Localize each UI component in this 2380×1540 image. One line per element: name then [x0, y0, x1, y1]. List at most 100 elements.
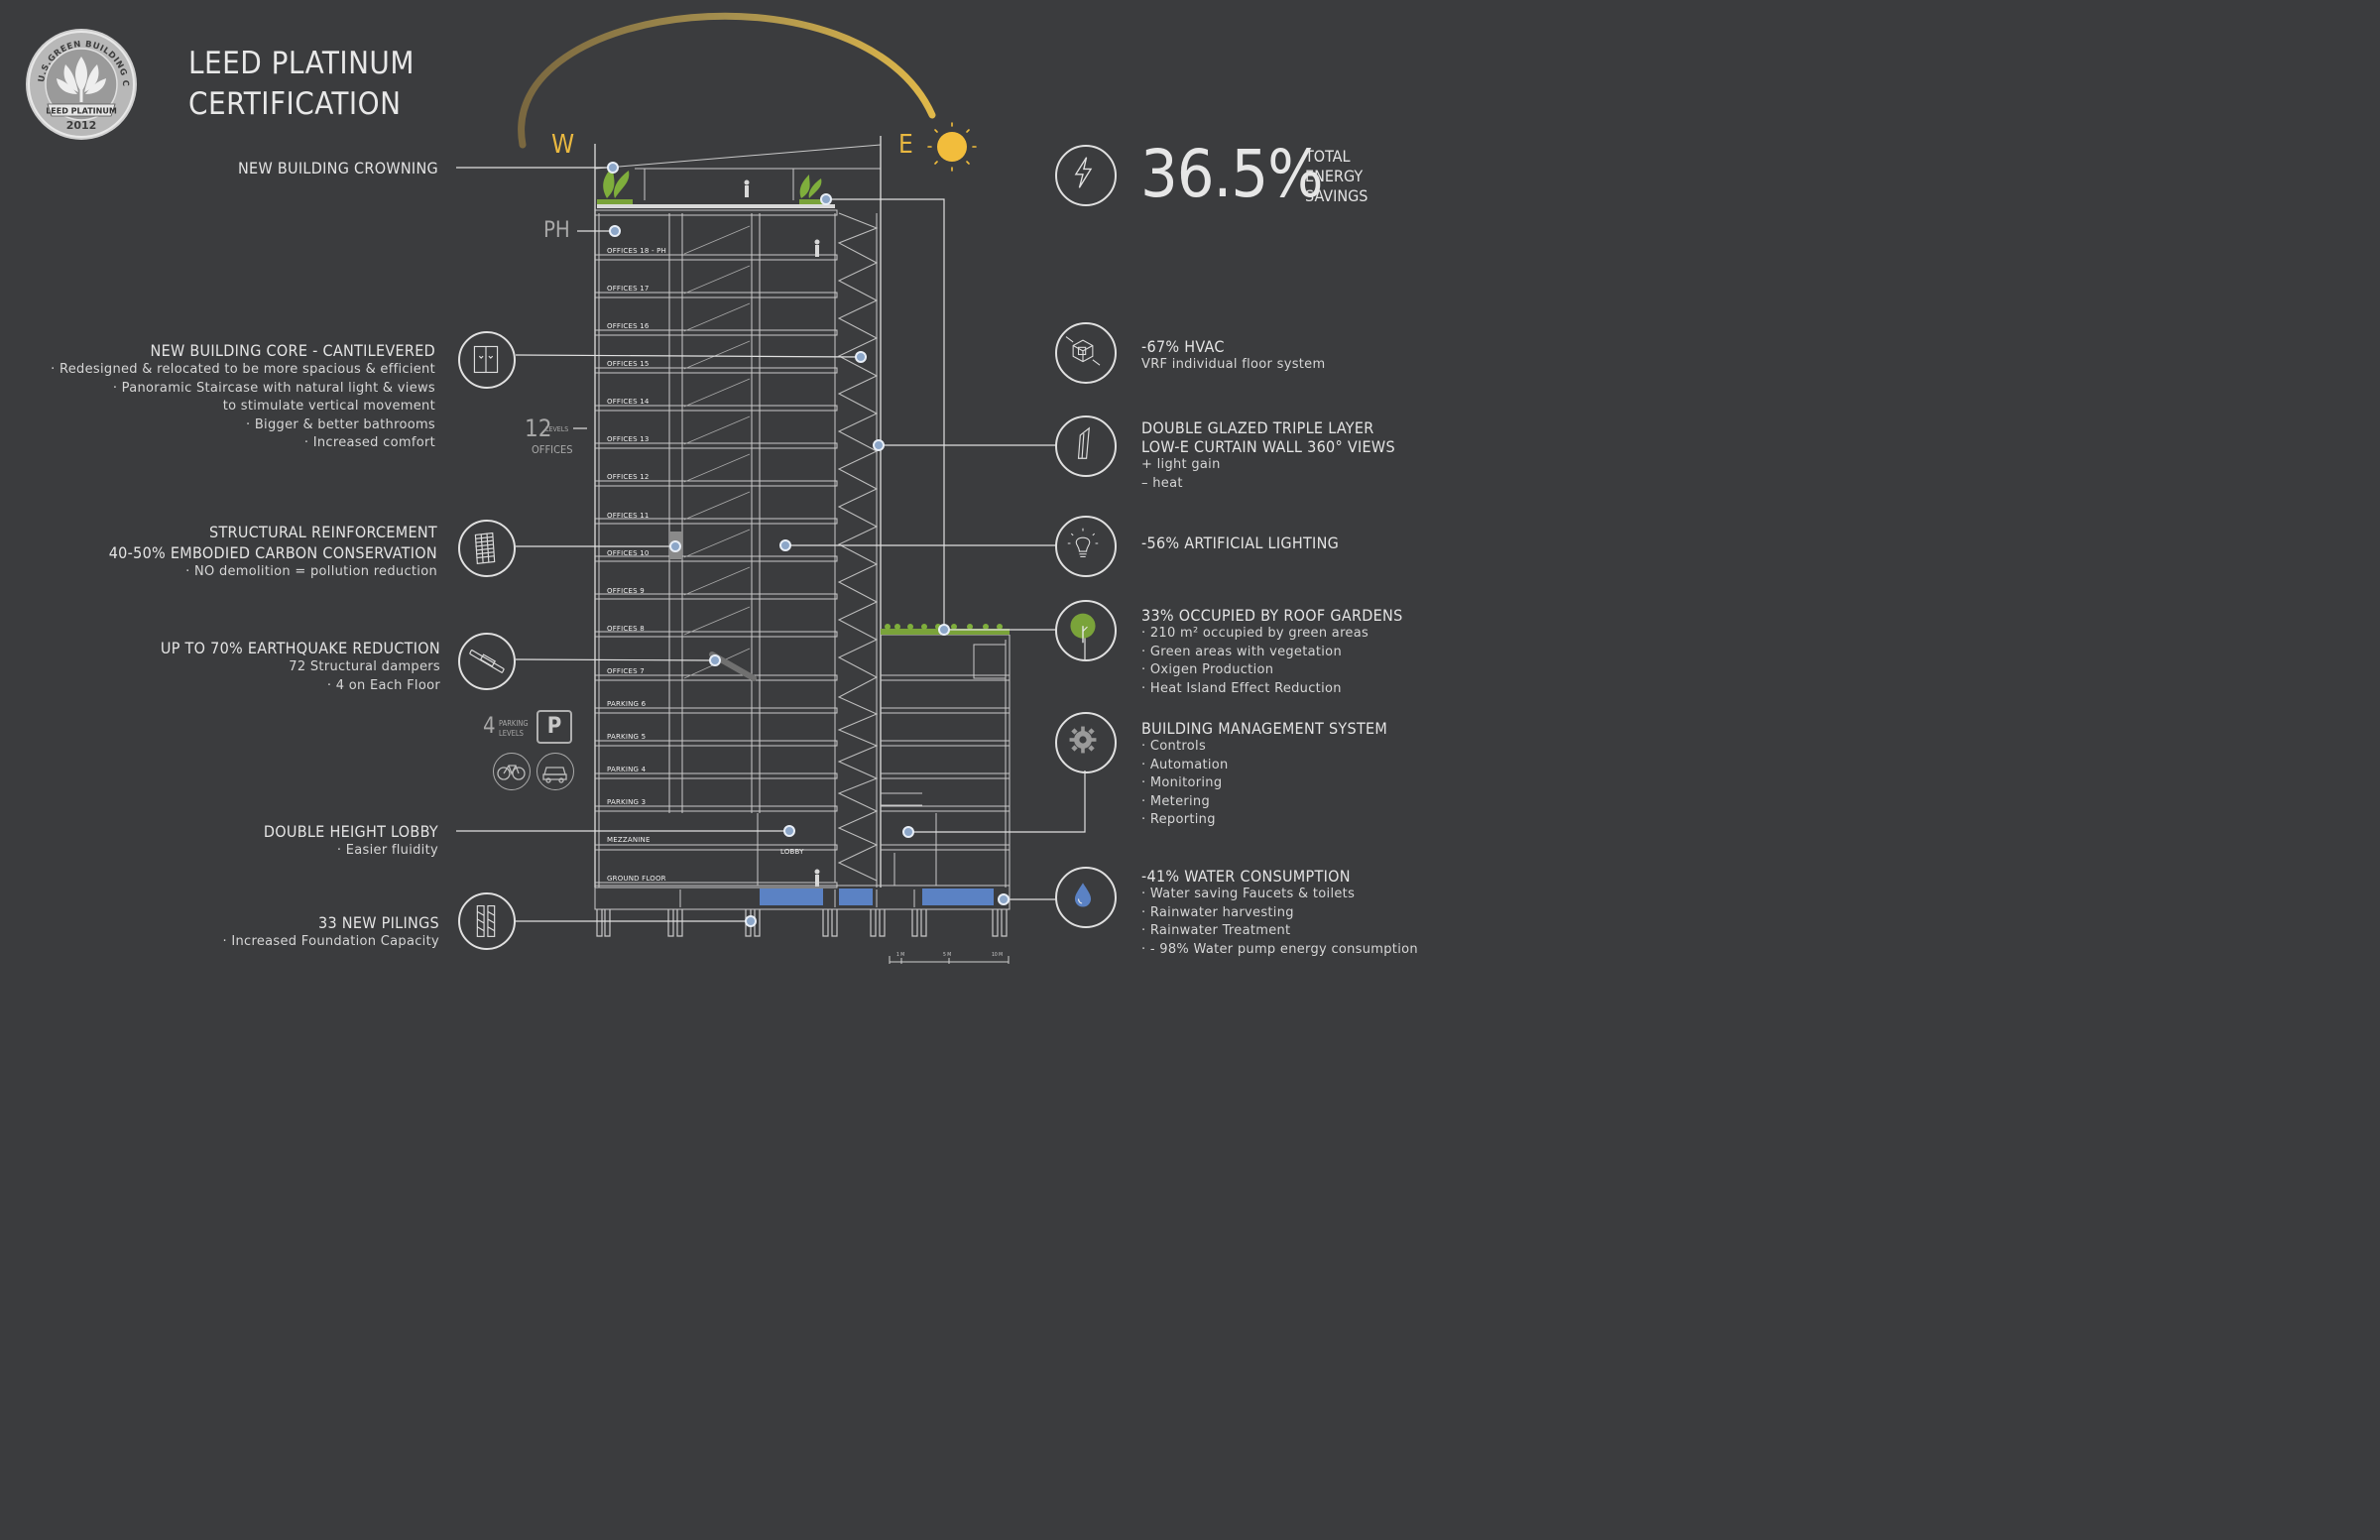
floor-label: OFFICES 14 — [607, 398, 650, 406]
floor-label: OFFICES 10 — [607, 549, 650, 557]
callout-line: – heat — [1141, 475, 1183, 491]
east-label: E — [898, 130, 913, 160]
callout-line: · Heat Island Effect Reduction — [1141, 680, 1342, 696]
energy-savings-line: TOTAL — [1305, 147, 1351, 166]
callout-heading: UP TO 70% EARTHQUAKE REDUCTION — [160, 639, 440, 657]
badge-year: 2012 — [66, 119, 97, 132]
podium-slab — [880, 805, 1011, 812]
marker-earthquake — [709, 654, 721, 666]
callout-water: -41% WATER CONSUMPTION · Water saving Fa… — [1141, 867, 1418, 959]
reinforcement-building-icon — [458, 520, 516, 577]
callout-line: · Metering — [1141, 793, 1211, 809]
floor-slab — [594, 518, 838, 525]
callout-line: to stimulate vertical movement — [222, 399, 435, 414]
callout-line: · Automation — [1141, 757, 1229, 772]
callout-line: · Reporting — [1141, 812, 1216, 827]
marker-core — [855, 351, 867, 363]
scale-5m: 5 M — [943, 952, 952, 958]
title-line-2: CERTIFICATION — [188, 86, 402, 122]
core-stairs — [683, 225, 751, 679]
floor-label: OFFICES 17 — [607, 285, 650, 293]
callout-line: · Controls — [1141, 739, 1207, 754]
scale-1m: 1 M — [896, 952, 905, 958]
marker-curtain-wall — [873, 439, 885, 451]
callout-lighting: -56% ARTIFICIAL LIGHTING — [1141, 533, 1339, 552]
offices-levels: LEVELS — [545, 425, 569, 433]
floor-slab — [594, 844, 838, 851]
callout-line: · - 98% Water pump energy consumption — [1141, 941, 1418, 957]
floor-label: MEZZANINE — [607, 836, 651, 844]
callout-line: · Increased comfort — [303, 435, 435, 450]
callout-line: · Oxigen Production — [1141, 662, 1274, 677]
marker-reinforcement — [669, 540, 681, 552]
floor-slab — [594, 805, 838, 812]
marker-lighting — [779, 539, 791, 551]
callout-line: + light gain — [1141, 457, 1221, 472]
callout-heading: NEW BUILDING CROWNING — [237, 159, 438, 178]
sun-icon — [927, 122, 977, 172]
title-line-1: LEED PLATINUM — [188, 46, 415, 81]
marker-pilings — [745, 915, 757, 927]
parking-word: PARKING — [499, 719, 529, 728]
callout-heading: -56% ARTIFICIAL LIGHTING — [1141, 533, 1340, 552]
floor-label: OFFICES 16 — [607, 322, 650, 330]
parking-levels: LEVELS — [499, 729, 524, 738]
water-tank-icon — [760, 888, 994, 905]
marker-ph — [609, 225, 621, 237]
callout-heading: BUILDING MANAGEMENT SYSTEM — [1141, 719, 1388, 738]
callout-heading: -41% WATER CONSUMPTION — [1141, 867, 1351, 886]
callout-heading: NEW BUILDING CORE - CANTILEVERED — [150, 341, 435, 360]
callout-line: · Green areas with vegetation — [1141, 644, 1342, 659]
podium-slab — [880, 707, 1011, 714]
floor-slab — [594, 593, 838, 600]
lightbulb-icon — [1055, 516, 1117, 577]
offices-word: OFFICES — [532, 443, 573, 456]
callout-line: · Increased Foundation Capacity — [222, 934, 439, 949]
floor-slab — [594, 209, 838, 216]
callout-curtain-wall: DOUBLE GLAZED TRIPLE LAYER LOW-E CURTAIN… — [1141, 418, 1395, 493]
floor-label: OFFICES 13 — [607, 435, 650, 443]
floor-label: PARKING 3 — [607, 798, 647, 806]
parking-count: 4 — [483, 714, 496, 739]
callout-line: 72 Structural dampers — [289, 659, 440, 674]
floor-label: OFFICES 9 — [607, 587, 645, 595]
ph-label: PH — [543, 218, 570, 243]
offices-count: 12 — [525, 415, 552, 442]
callout-heading-2: 40-50% EMBODIED CARBON CONSERVATION — [108, 543, 437, 562]
curtain-wall-icon — [1055, 415, 1117, 477]
leaf-logo-icon — [57, 57, 106, 102]
panoramic-staircase — [837, 212, 879, 882]
floor-slab — [594, 740, 838, 747]
floor-slab — [594, 707, 838, 714]
floor-label: PARKING 5 — [607, 733, 647, 741]
callout-line: · Rainwater Treatment — [1141, 923, 1291, 938]
floor-slab — [594, 442, 838, 449]
marker-crowning — [607, 162, 619, 174]
callout-lobby: DOUBLE HEIGHT LOBBY · Easier fluidity — [42, 821, 438, 861]
callout-line: · Monitoring — [1141, 775, 1223, 790]
callout-heading: DOUBLE HEIGHT LOBBY — [263, 822, 438, 841]
callout-line: · NO demolition = pollution reduction — [185, 564, 437, 579]
marker-roof-garden-podium — [938, 624, 950, 636]
callout-earthquake: UP TO 70% EARTHQUAKE REDUCTION 72 Struct… — [4, 638, 440, 695]
marker-water — [998, 893, 1010, 905]
person-icon — [744, 179, 820, 887]
podium-slab — [880, 844, 1011, 851]
floor-slab — [594, 367, 838, 374]
podium-slab — [880, 772, 1011, 779]
callout-hvac: -67% HVAC VRF individual floor system — [1141, 337, 1325, 375]
scale-10m: 10 M — [992, 952, 1004, 958]
podium-slab — [880, 740, 1011, 747]
callout-line: · 210 m² occupied by green areas — [1141, 626, 1369, 641]
callout-heading: 33 NEW PILINGS — [318, 913, 439, 932]
floor-slab — [594, 631, 838, 638]
hvac-icon — [1055, 322, 1117, 384]
callout-line: · Bigger & better bathrooms — [245, 416, 435, 432]
floor-label: PARKING 4 — [607, 766, 647, 773]
marker-lobby — [783, 825, 795, 837]
energy-savings-value: 36.5% — [1140, 136, 1324, 212]
callout-heading: STRUCTURAL REINFORCEMENT — [209, 523, 437, 541]
floor-slab — [594, 555, 838, 562]
parking-sign-icon: P — [536, 710, 572, 744]
callout-heading: DOUBLE GLAZED TRIPLE LAYER — [1141, 418, 1374, 437]
